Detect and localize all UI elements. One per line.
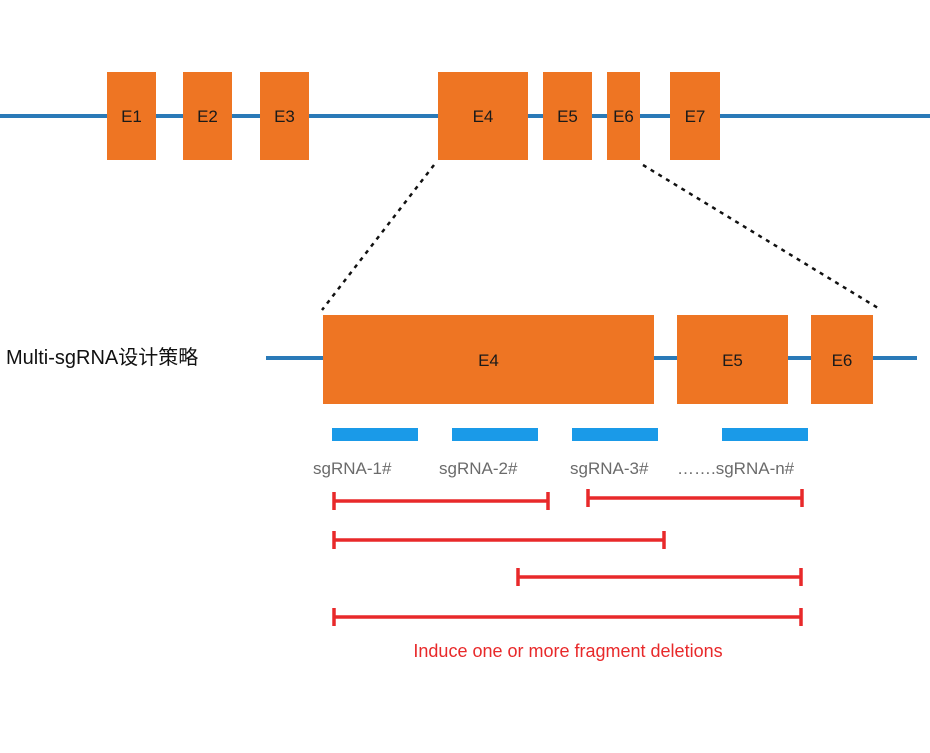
top-exon-e5: E5 [543,72,592,160]
sgrna-n-bar [722,428,808,441]
zoom-exon-e4-box [323,315,654,404]
zoom-connector-left [321,164,435,311]
deletion-4 [516,568,803,586]
top-exon-e4-label: E4 [473,107,494,126]
top-exon-e1-label: E1 [121,107,142,126]
top-exon-e1: E1 [107,72,156,160]
deletion-5 [332,608,803,626]
zoom-connector-right [642,163,879,310]
top-exon-e6: E6 [607,72,640,160]
top-exon-e6-box [607,72,640,160]
sgrna-1-bar [332,428,418,441]
zoom-exon-e4-label: E4 [478,351,499,370]
zoom-exon-e6-box [811,315,873,404]
deletion-1 [332,492,550,510]
sgrna-n-label: …….sgRNA-n# [677,459,795,478]
top-gene-track: E1 E2 E3 E4 E5 E6 [0,72,930,160]
top-exon-e3-box [260,72,309,160]
zoom-exon-e6: E6 [811,315,873,404]
sgrna-3-bar [572,428,658,441]
deletion-brackets: Induce one or more fragment deletions [332,489,804,661]
top-exon-e2-label: E2 [197,107,218,126]
deletion-caption: Induce one or more fragment deletions [413,641,722,661]
zoom-exon-e5: E5 [677,315,788,404]
top-exon-e6-label: E6 [613,107,634,126]
sgrna-2-label: sgRNA-2# [439,459,518,478]
strategy-title: Multi-sgRNA设计策略 [6,346,198,369]
top-exon-e3-label: E3 [274,107,295,126]
top-exon-e4-box [438,72,528,160]
zoom-exon-e5-label: E5 [722,351,743,370]
zoom-exon-e5-box [677,315,788,404]
deletion-2 [586,489,804,507]
top-exon-e4: E4 [438,72,528,160]
top-exon-e5-label: E5 [557,107,578,126]
sgrna-3-label: sgRNA-3# [570,459,649,478]
sgrna-2-bar [452,428,538,441]
top-exon-e1-box [107,72,156,160]
sgrna-targets: sgRNA-1# sgRNA-2# sgRNA-3# …….sgRNA-n# [313,428,808,478]
zoom-exon-e6-label: E6 [832,351,853,370]
top-exon-e5-box [543,72,592,160]
zoom-connectors [321,163,879,311]
top-exon-e2-box [183,72,232,160]
top-exon-e7: E7 [670,72,720,160]
zoom-exon-e4: E4 [323,315,654,404]
top-exon-e3: E3 [260,72,309,160]
top-exon-e7-box [670,72,720,160]
deletion-3 [332,531,666,549]
top-exon-e7-label: E7 [685,107,706,126]
zoom-gene-track: Multi-sgRNA设计策略 E4 E5 E6 [6,315,917,404]
sgrna-1-label: sgRNA-1# [313,459,392,478]
top-exon-e2: E2 [183,72,232,160]
